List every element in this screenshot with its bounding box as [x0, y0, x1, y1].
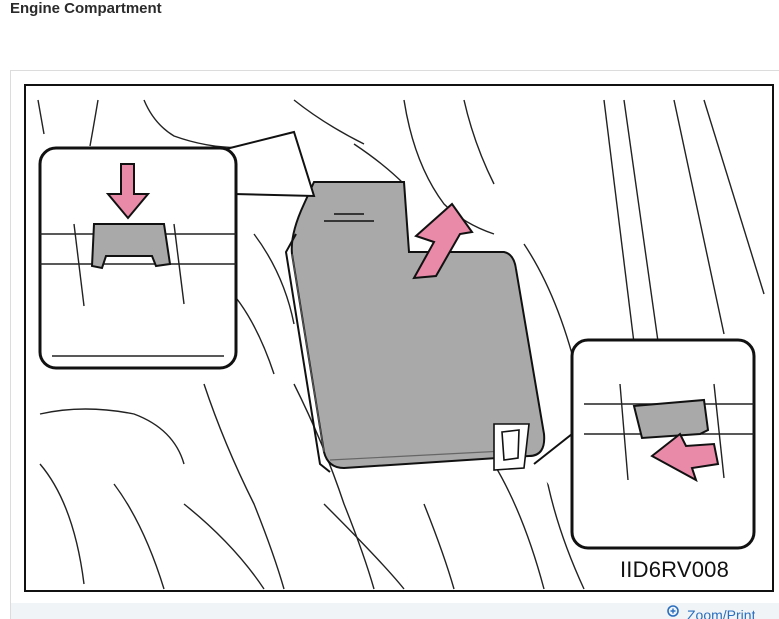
fuse-box-illustration [24, 84, 774, 592]
zoom-icon [667, 605, 679, 617]
section-title: Engine Compartment [10, 0, 162, 17]
figure-toolbar [11, 603, 779, 619]
zoom-print-label: Zoom/Print [687, 607, 756, 619]
figure-code: IID6RV008 [620, 557, 730, 582]
zoom-print-link[interactable]: Zoom/Print [667, 605, 755, 619]
